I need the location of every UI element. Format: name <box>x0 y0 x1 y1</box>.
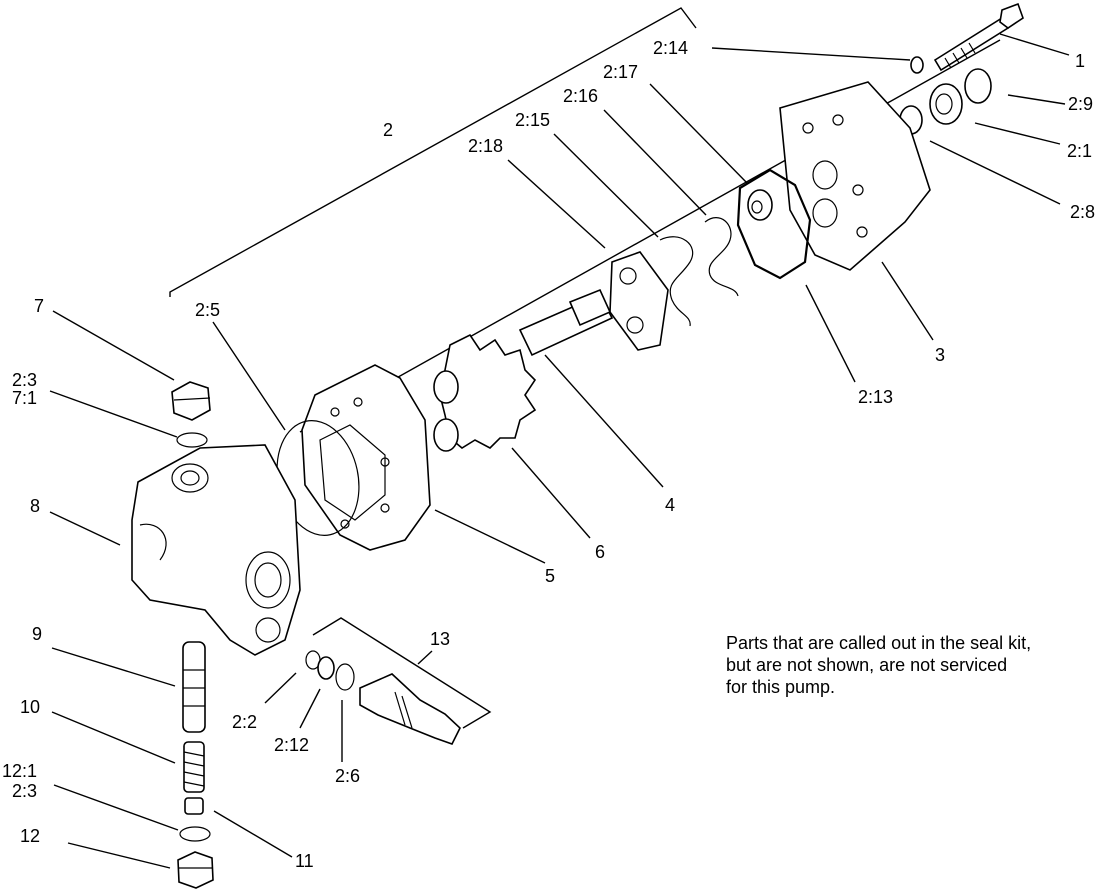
callout-9: 9 <box>32 624 42 644</box>
callout-2-8: 2:8 <box>1070 202 1095 222</box>
gear-housing <box>301 364 431 551</box>
callout-2: 2 <box>383 120 393 140</box>
spring-10 <box>183 741 205 793</box>
callout-7-1: 7:1 <box>12 388 37 408</box>
callout-8: 8 <box>30 496 40 516</box>
retaining-ring-2-9 <box>964 68 992 104</box>
callout-2-9: 2:9 <box>1068 94 1093 114</box>
note-line-2: but are not shown, are not serviced <box>726 655 1008 675</box>
callout-12-1: 12:1 <box>2 761 37 781</box>
callout-2-14: 2:14 <box>653 38 688 58</box>
seal-kit-note: Parts that are called out in the seal ki… <box>726 632 1096 698</box>
relief-valve-13 <box>359 673 461 745</box>
backup-ring-2-12 <box>317 656 335 680</box>
washer-2-14 <box>910 56 924 74</box>
bolt <box>933 2 1024 72</box>
assembly-axis <box>299 39 1001 433</box>
note-line-1: Parts that are called out in the seal ki… <box>726 633 1032 653</box>
callout-12: 12 <box>20 826 40 846</box>
o-ring-12-1 <box>179 826 211 842</box>
callout-2-13: 2:13 <box>858 387 893 407</box>
note-line-3: for this pump. <box>726 677 836 697</box>
callout-2-3-top: 2:3 <box>12 370 37 390</box>
seal-2-17 <box>747 189 773 221</box>
callout-2-15: 2:15 <box>515 110 550 130</box>
callout-2-12: 2:12 <box>274 735 309 755</box>
callout-4: 4 <box>665 495 675 515</box>
callout-2-5: 2:5 <box>195 300 220 320</box>
shim-11 <box>184 797 204 815</box>
seal-2-15 <box>659 236 694 327</box>
callout-5: 5 <box>545 566 555 586</box>
drive-gear-shaft <box>433 288 614 452</box>
spool-9 <box>182 641 206 733</box>
gasket-2-13 <box>736 168 812 280</box>
wear-plate-2-18 <box>609 251 669 351</box>
seal-kit-bracket <box>169 7 697 297</box>
callout-3: 3 <box>935 345 945 365</box>
callout-2-1: 2:1 <box>1067 141 1092 161</box>
shaft-seal-2-1 <box>929 83 963 125</box>
callout-2-6: 2:6 <box>335 766 360 786</box>
callout-11: 11 <box>295 851 314 871</box>
leader-lines <box>49 33 1070 869</box>
callout-2-2: 2:2 <box>232 712 257 732</box>
rear-body <box>131 444 301 656</box>
callout-2-17: 2:17 <box>603 62 638 82</box>
callout-6: 6 <box>595 542 605 562</box>
o-ring-7-1 <box>176 432 208 448</box>
front-cover-body <box>779 81 931 271</box>
seal-2-16 <box>704 217 739 297</box>
callout-2-16: 2:16 <box>563 86 598 106</box>
valve-bracket <box>312 617 492 729</box>
callout-2-3-bottom: 2:3 <box>12 781 37 801</box>
callout-13: 13 <box>430 629 450 649</box>
o-ring-2-6 <box>335 663 355 691</box>
callout-1: 1 <box>1075 51 1085 71</box>
callout-2-18: 2:18 <box>468 136 503 156</box>
callout-10: 10 <box>20 697 40 717</box>
callout-7: 7 <box>34 296 44 316</box>
plug-7 <box>171 381 211 421</box>
plug-12 <box>177 851 214 889</box>
